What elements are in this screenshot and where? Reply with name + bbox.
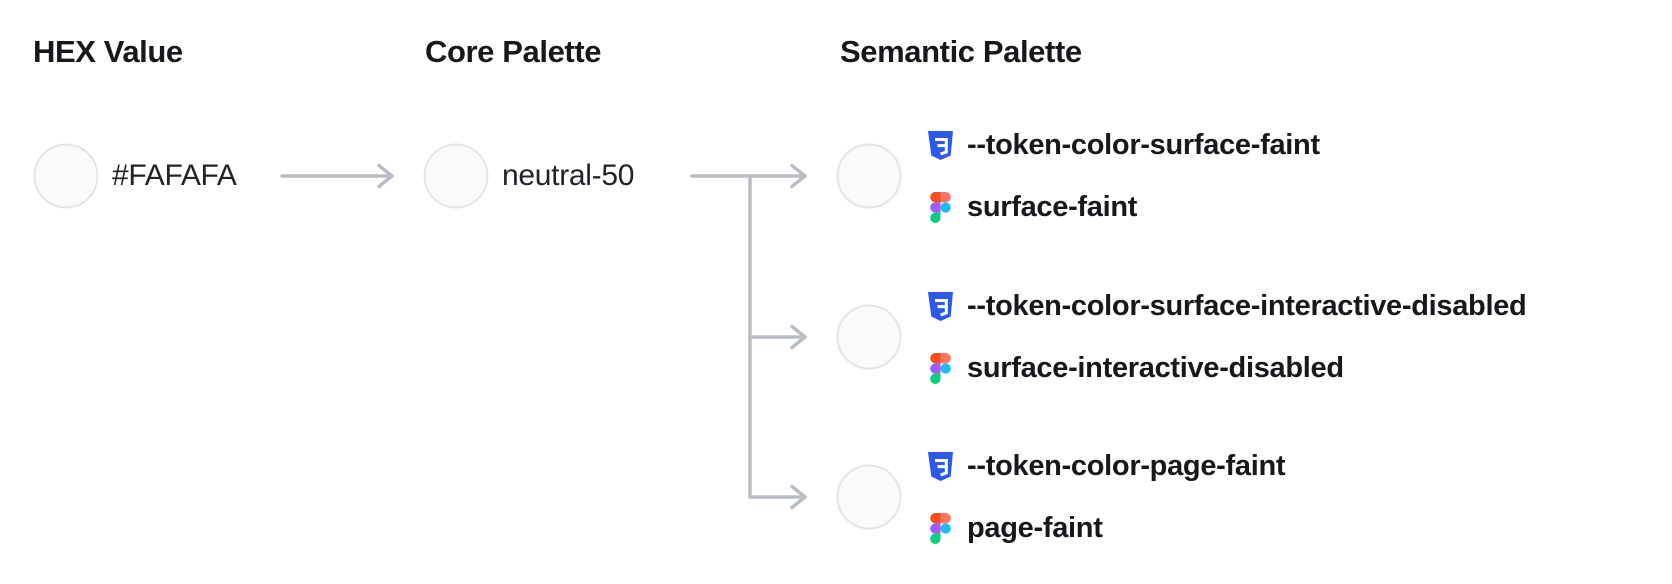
core-token-label: neutral-50: [502, 159, 635, 192]
css-variable-row: --token-color-surface-faint: [927, 114, 1320, 176]
css-variable-label: --token-color-page-faint: [967, 449, 1286, 482]
figma-logo-icon: [927, 191, 954, 223]
figma-style-row: page-faint: [927, 497, 1285, 559]
branch-connector-core-to-semantic: [690, 163, 807, 510]
arrow-hex-to-core: [280, 163, 394, 189]
css-variable-row: --token-color-page-faint: [927, 435, 1286, 497]
css-variable-label: --token-color-surface-interactive-disabl…: [967, 289, 1527, 322]
column-header-core-palette: Core Palette: [425, 34, 602, 69]
column-header-hex-value: HEX Value: [33, 34, 183, 69]
semantic-color-swatch: [836, 304, 902, 370]
figma-logo-icon: [927, 352, 954, 384]
swatch-circle: [33, 143, 99, 209]
swatch-circle: [423, 143, 489, 209]
hex-value-node: #FAFAFA: [33, 143, 237, 209]
semantic-token-entry: --token-color-surface-interactive-disabl…: [836, 275, 1527, 399]
column-header-semantic-palette: Semantic Palette: [840, 34, 1082, 69]
css3-logo-icon: [927, 451, 954, 482]
hex-color-swatch: [33, 143, 99, 209]
figma-style-label: surface-faint: [967, 190, 1138, 223]
figma-style-label: surface-interactive-disabled: [967, 351, 1344, 384]
semantic-color-swatch: [836, 143, 902, 209]
hex-value-label: #FAFAFA: [112, 159, 237, 192]
core-palette-node: neutral-50: [423, 143, 634, 209]
swatch-circle: [836, 143, 902, 209]
figma-style-row: surface-faint: [927, 176, 1320, 238]
figma-logo-icon: [927, 512, 954, 544]
css-variable-label: --token-color-surface-faint: [967, 128, 1320, 161]
core-color-swatch: [423, 143, 489, 209]
semantic-token-entry: --token-color-page-faint page-faint: [836, 435, 1286, 559]
figma-style-row: surface-interactive-disabled: [927, 337, 1526, 399]
swatch-circle: [836, 304, 902, 370]
css3-logo-icon: [927, 130, 954, 161]
semantic-token-entry: --token-color-surface-faint surface-fain…: [836, 114, 1320, 238]
css3-logo-icon: [927, 291, 954, 322]
figma-style-label: page-faint: [967, 511, 1103, 544]
semantic-color-swatch: [836, 464, 902, 530]
css-variable-row: --token-color-surface-interactive-disabl…: [927, 275, 1527, 337]
swatch-circle: [836, 464, 902, 530]
